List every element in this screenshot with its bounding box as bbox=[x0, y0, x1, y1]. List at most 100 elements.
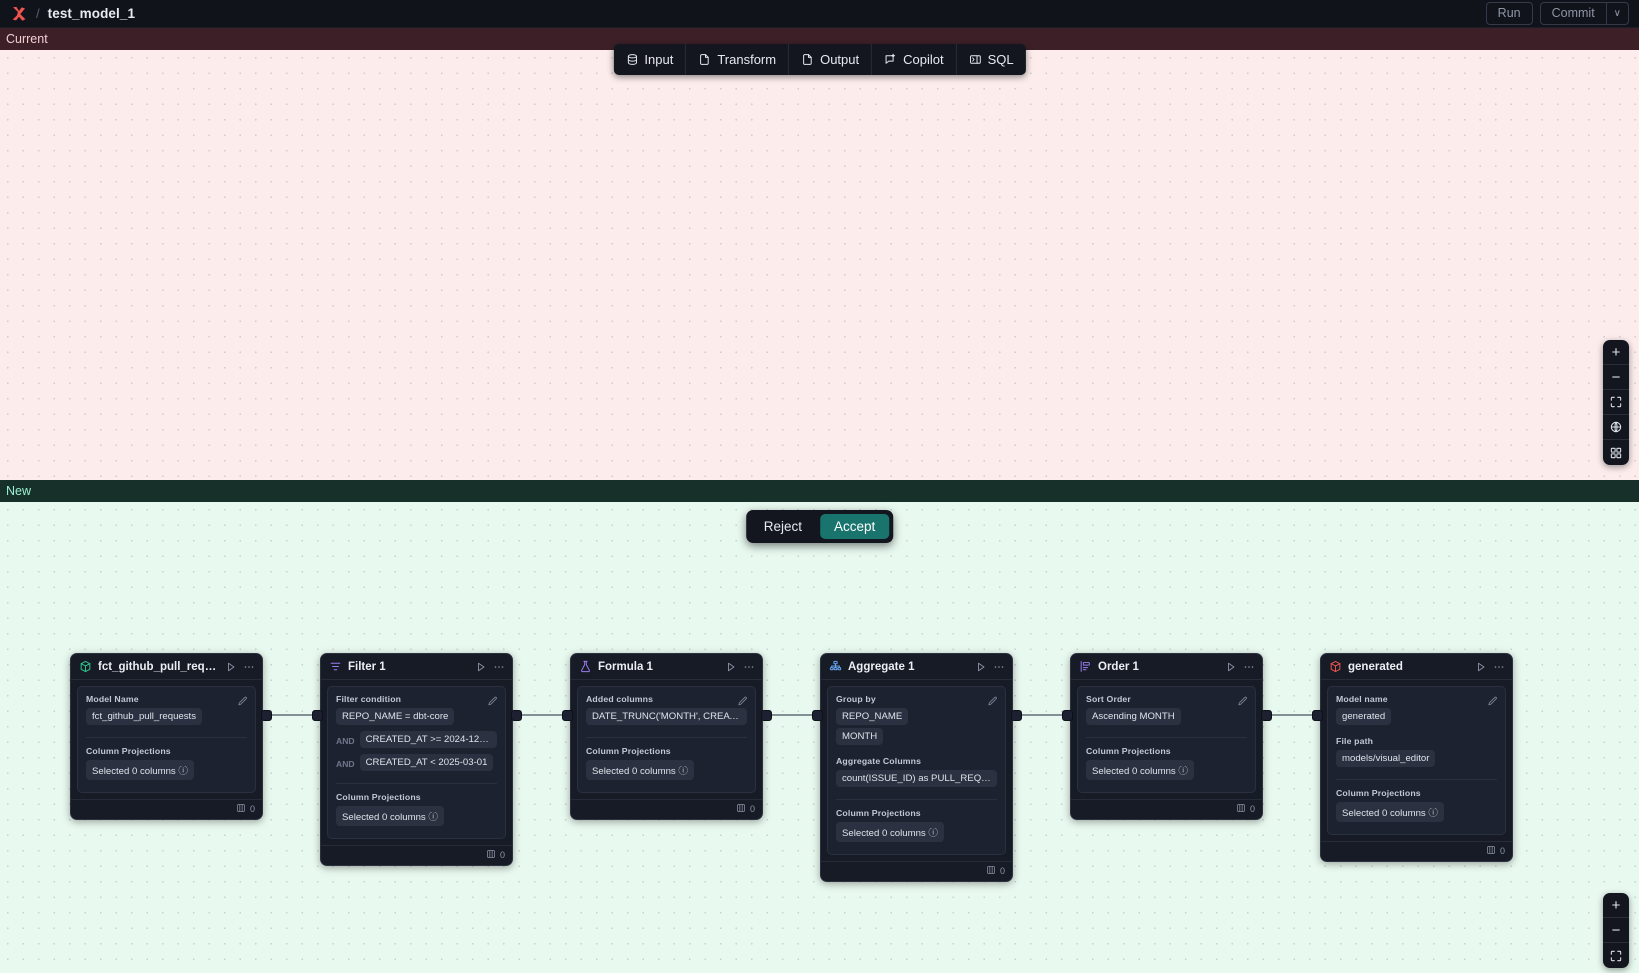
grid-toggle-button[interactable] bbox=[1603, 440, 1629, 465]
toolbar-item-copilot[interactable]: Copilot bbox=[872, 44, 957, 75]
chevron-down-icon[interactable]: ∨ bbox=[1605, 3, 1628, 24]
hex-logo-icon[interactable] bbox=[10, 5, 28, 23]
run-node-icon[interactable] bbox=[725, 661, 737, 673]
pencil-icon[interactable] bbox=[1487, 694, 1498, 712]
value-chip[interactable]: Selected 0 columns ⓘ bbox=[86, 760, 194, 780]
condition-chip[interactable]: CREATED_AT < 2025-03-01 bbox=[359, 754, 494, 771]
pencil-icon[interactable] bbox=[737, 694, 748, 712]
node-source[interactable]: fct_github_pull_requestsModel Namefct_gi… bbox=[70, 653, 263, 820]
reject-button[interactable]: Reject bbox=[763, 519, 802, 534]
pencil-icon[interactable] bbox=[237, 694, 248, 712]
condition-conjunction: AND bbox=[336, 759, 355, 769]
value-chip[interactable]: models/visual_editor bbox=[1336, 750, 1436, 767]
output-handle-aggregate[interactable] bbox=[1010, 709, 1022, 721]
lock-view-button[interactable] bbox=[1603, 415, 1629, 440]
value-chip[interactable]: Selected 0 columns ⓘ bbox=[836, 822, 944, 842]
value-chip[interactable]: DATE_TRUNC('MONTH', CREATED_AT… bbox=[586, 708, 747, 725]
value-chip[interactable]: Ascending MONTH bbox=[1086, 708, 1181, 725]
commit-button[interactable]: Commit bbox=[1551, 6, 1595, 20]
toolbar-item-transform[interactable]: Transform bbox=[686, 44, 790, 75]
value-chip[interactable]: Selected 0 columns ⓘ bbox=[1336, 802, 1444, 822]
node-header[interactable]: Filter 1 bbox=[321, 654, 512, 680]
info-icon[interactable]: ⓘ bbox=[678, 766, 688, 777]
node-footer: 0 bbox=[821, 861, 1012, 881]
toolbar-item-label: Copilot bbox=[903, 52, 944, 67]
run-node-icon[interactable] bbox=[225, 661, 237, 673]
column-count: 0 bbox=[1249, 804, 1255, 814]
info-icon[interactable]: ⓘ bbox=[1428, 808, 1438, 819]
node-menu-icon[interactable] bbox=[1493, 661, 1505, 673]
output-handle-formula[interactable] bbox=[760, 709, 772, 721]
zoom-in-button[interactable]: + bbox=[1603, 893, 1629, 918]
input-handle-generated[interactable] bbox=[1311, 709, 1323, 721]
filter-icon bbox=[329, 660, 342, 673]
toolbar-item-input[interactable]: Input bbox=[613, 44, 687, 75]
condition-chip[interactable]: REPO_NAME = dbt-core bbox=[336, 708, 455, 725]
value-chip[interactable]: count(ISSUE_ID) as PULL_REQUEST_… bbox=[836, 770, 997, 787]
current-canvas[interactable] bbox=[0, 50, 1639, 480]
output-handle-order[interactable] bbox=[1260, 709, 1272, 721]
input-handle-aggregate[interactable] bbox=[811, 709, 823, 721]
info-icon[interactable]: ⓘ bbox=[178, 766, 188, 777]
info-icon[interactable]: ⓘ bbox=[1178, 766, 1188, 777]
pencil-icon[interactable] bbox=[487, 694, 498, 712]
run-button[interactable]: Run bbox=[1485, 2, 1533, 25]
node-menu-icon[interactable] bbox=[993, 661, 1005, 673]
fit-view-button[interactable] bbox=[1603, 943, 1629, 968]
run-node-icon[interactable] bbox=[1225, 661, 1237, 673]
node-footer: 0 bbox=[1321, 841, 1512, 861]
section-label: Column Projections bbox=[86, 737, 247, 756]
fit-view-button[interactable] bbox=[1603, 390, 1629, 415]
node-menu-icon[interactable] bbox=[743, 661, 755, 673]
value-chip[interactable]: Selected 0 columns ⓘ bbox=[586, 760, 694, 780]
column-count: 0 bbox=[999, 866, 1005, 876]
toolbar-item-output[interactable]: Output bbox=[789, 44, 873, 75]
node-header[interactable]: Formula 1 bbox=[571, 654, 762, 680]
run-node-icon[interactable] bbox=[1475, 661, 1487, 673]
zoom-out-button[interactable]: − bbox=[1603, 365, 1629, 390]
condition-chip[interactable]: CREATED_AT >= 2024-12-01 bbox=[359, 731, 497, 748]
node-menu-icon[interactable] bbox=[1243, 661, 1255, 673]
zoom-in-button[interactable]: + bbox=[1603, 340, 1629, 365]
node-header[interactable]: generated bbox=[1321, 654, 1512, 680]
zoom-out-button[interactable]: − bbox=[1603, 918, 1629, 943]
node-header[interactable]: Order 1 bbox=[1071, 654, 1262, 680]
value-chip[interactable]: REPO_NAME bbox=[836, 708, 909, 725]
info-icon[interactable]: ⓘ bbox=[928, 828, 938, 839]
input-handle-filter[interactable] bbox=[311, 709, 323, 721]
node-header[interactable]: Aggregate 1 bbox=[821, 654, 1012, 680]
value-chip[interactable]: fct_github_pull_requests bbox=[86, 708, 203, 725]
node-menu-icon[interactable] bbox=[243, 661, 255, 673]
output-handle-filter[interactable] bbox=[510, 709, 522, 721]
node-menu-icon[interactable] bbox=[493, 661, 505, 673]
input-handle-order[interactable] bbox=[1061, 709, 1073, 721]
info-icon[interactable]: ⓘ bbox=[428, 812, 438, 823]
value-chip[interactable]: MONTH bbox=[836, 728, 884, 745]
accept-button[interactable]: Accept bbox=[819, 514, 890, 539]
node-footer: 0 bbox=[71, 799, 262, 819]
value-chip[interactable]: Selected 0 columns ⓘ bbox=[1086, 760, 1194, 780]
value-chip[interactable]: generated bbox=[1336, 708, 1392, 725]
output-handle-source[interactable] bbox=[260, 709, 272, 721]
run-node-icon[interactable] bbox=[475, 661, 487, 673]
node-header[interactable]: fct_github_pull_requests bbox=[71, 654, 262, 680]
pencil-icon[interactable] bbox=[987, 694, 998, 712]
run-node-icon[interactable] bbox=[975, 661, 987, 673]
toolbar-item-sql[interactable]: SQL bbox=[957, 44, 1026, 75]
value-chip[interactable]: Selected 0 columns ⓘ bbox=[336, 806, 444, 826]
fit bbox=[1609, 949, 1623, 963]
commit-split-button[interactable]: Commit ∨ bbox=[1539, 2, 1629, 25]
toolbar-item-label: SQL bbox=[987, 52, 1014, 67]
pencil-icon[interactable] bbox=[1237, 694, 1248, 712]
new-band: New bbox=[0, 480, 1639, 502]
input-handle-formula[interactable] bbox=[561, 709, 573, 721]
